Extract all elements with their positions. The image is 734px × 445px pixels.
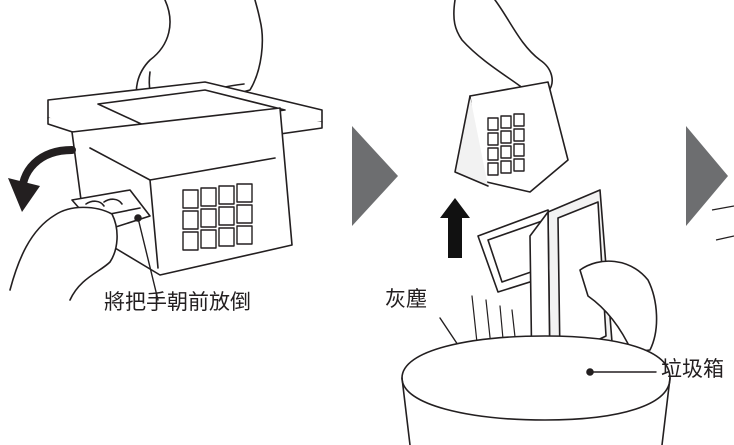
trash-bin-label: 垃圾箱 xyxy=(661,357,724,381)
dust-streaks xyxy=(471,295,517,357)
step1-label: 將把手朝前放倒 xyxy=(104,290,251,314)
side-hand xyxy=(9,206,118,301)
step-arrow-1 xyxy=(352,126,398,226)
step2-illustration xyxy=(401,0,671,445)
handle-leader xyxy=(137,217,159,301)
step1-illustration xyxy=(8,0,323,301)
lifted-filter-grid xyxy=(487,113,525,176)
lifting-hand xyxy=(453,0,553,96)
dust-label: 灰塵 xyxy=(385,287,427,311)
lift-arrow xyxy=(440,198,470,258)
trash-bin xyxy=(401,335,671,421)
step-arrow-2 xyxy=(686,126,728,226)
next-panel-hint xyxy=(711,205,734,241)
holding-hand xyxy=(579,260,658,353)
filter-grid xyxy=(182,183,253,251)
